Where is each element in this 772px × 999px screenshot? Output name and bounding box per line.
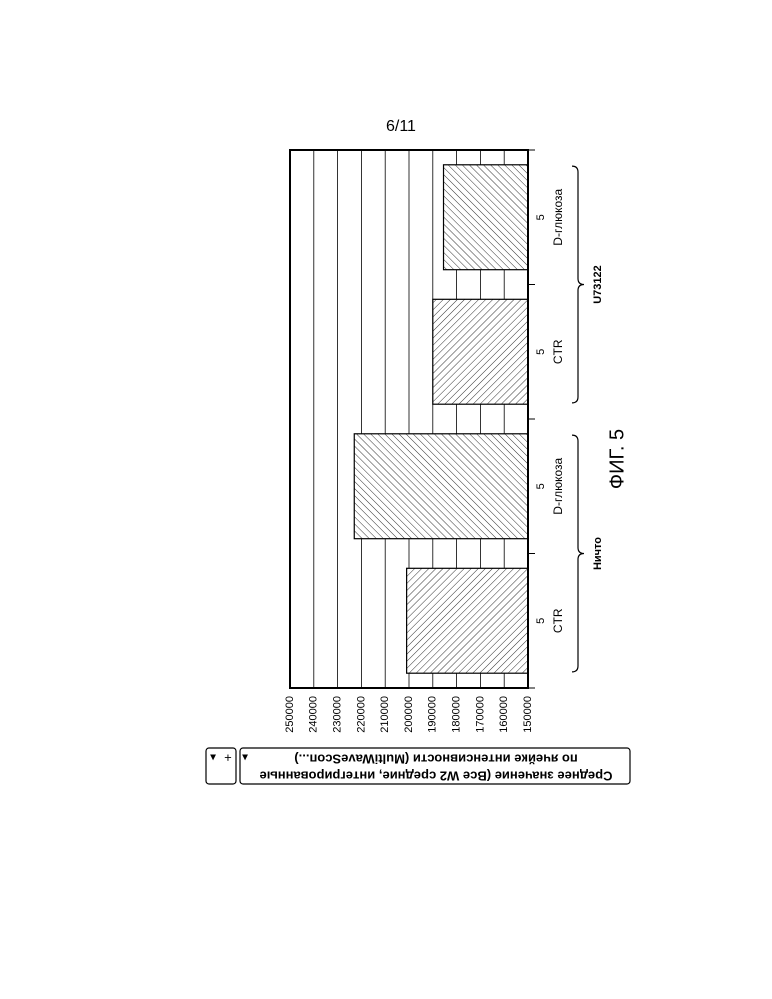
category-labels: 5CTR5D-глюкоза5CTR5D-глюкоза bbox=[535, 188, 565, 633]
value-tick-label: 210000 bbox=[379, 696, 391, 733]
bar bbox=[354, 434, 528, 539]
count-label: 5 bbox=[535, 214, 547, 220]
figure-caption: ФИГ. 5 bbox=[606, 429, 628, 489]
group-label: Ничто bbox=[592, 537, 604, 570]
value-tick-label: 200000 bbox=[403, 696, 415, 733]
count-label: 5 bbox=[535, 618, 547, 624]
y-axis-control-box[interactable]: + ▲ bbox=[206, 748, 236, 784]
bars bbox=[354, 165, 528, 673]
category-label: D-глюкоза bbox=[551, 457, 565, 514]
group-bracket bbox=[572, 435, 584, 672]
y-axis-label-box: Среднее значение (Все W2 средние, интегр… bbox=[240, 748, 630, 784]
bar bbox=[444, 165, 528, 270]
category-ticks bbox=[528, 150, 535, 688]
value-tick-label: 240000 bbox=[308, 696, 320, 733]
value-tick-labels: 150000 160000 170000 180000 190000 200000 2100… bbox=[284, 696, 534, 733]
value-tick-label: 150000 bbox=[522, 696, 534, 733]
count-label: 5 bbox=[535, 349, 547, 355]
value-tick-label: 250000 bbox=[284, 696, 296, 733]
category-label: CTR bbox=[551, 608, 565, 633]
category-label: CTR bbox=[551, 339, 565, 364]
sort-arrow-icon[interactable]: ▲ bbox=[208, 751, 218, 762]
bar bbox=[407, 568, 528, 673]
group-brackets: Ничто U73122 bbox=[572, 166, 604, 672]
value-tick-label: 160000 bbox=[498, 696, 510, 733]
group-label: U73122 bbox=[592, 265, 604, 304]
value-tick-label: 190000 bbox=[427, 696, 439, 733]
category-label: D-глюкоза bbox=[551, 188, 565, 245]
value-tick-label: 230000 bbox=[332, 696, 344, 733]
y-axis-label-line2: по ячейке интенсивности (MultiWaveScoп..… bbox=[294, 752, 577, 767]
value-tick-label: 170000 bbox=[474, 696, 486, 733]
y-axis-label-line1: Среднее значение (Все W2 средние, интегр… bbox=[259, 769, 612, 784]
plus-icon[interactable]: + bbox=[224, 751, 232, 766]
value-tick-label: 220000 bbox=[355, 696, 367, 733]
count-label: 5 bbox=[535, 483, 547, 489]
group-bracket bbox=[572, 166, 584, 403]
dropdown-arrow-icon[interactable]: ▲ bbox=[240, 751, 250, 762]
bar bbox=[433, 299, 528, 404]
value-tick-label: 180000 bbox=[451, 696, 463, 733]
